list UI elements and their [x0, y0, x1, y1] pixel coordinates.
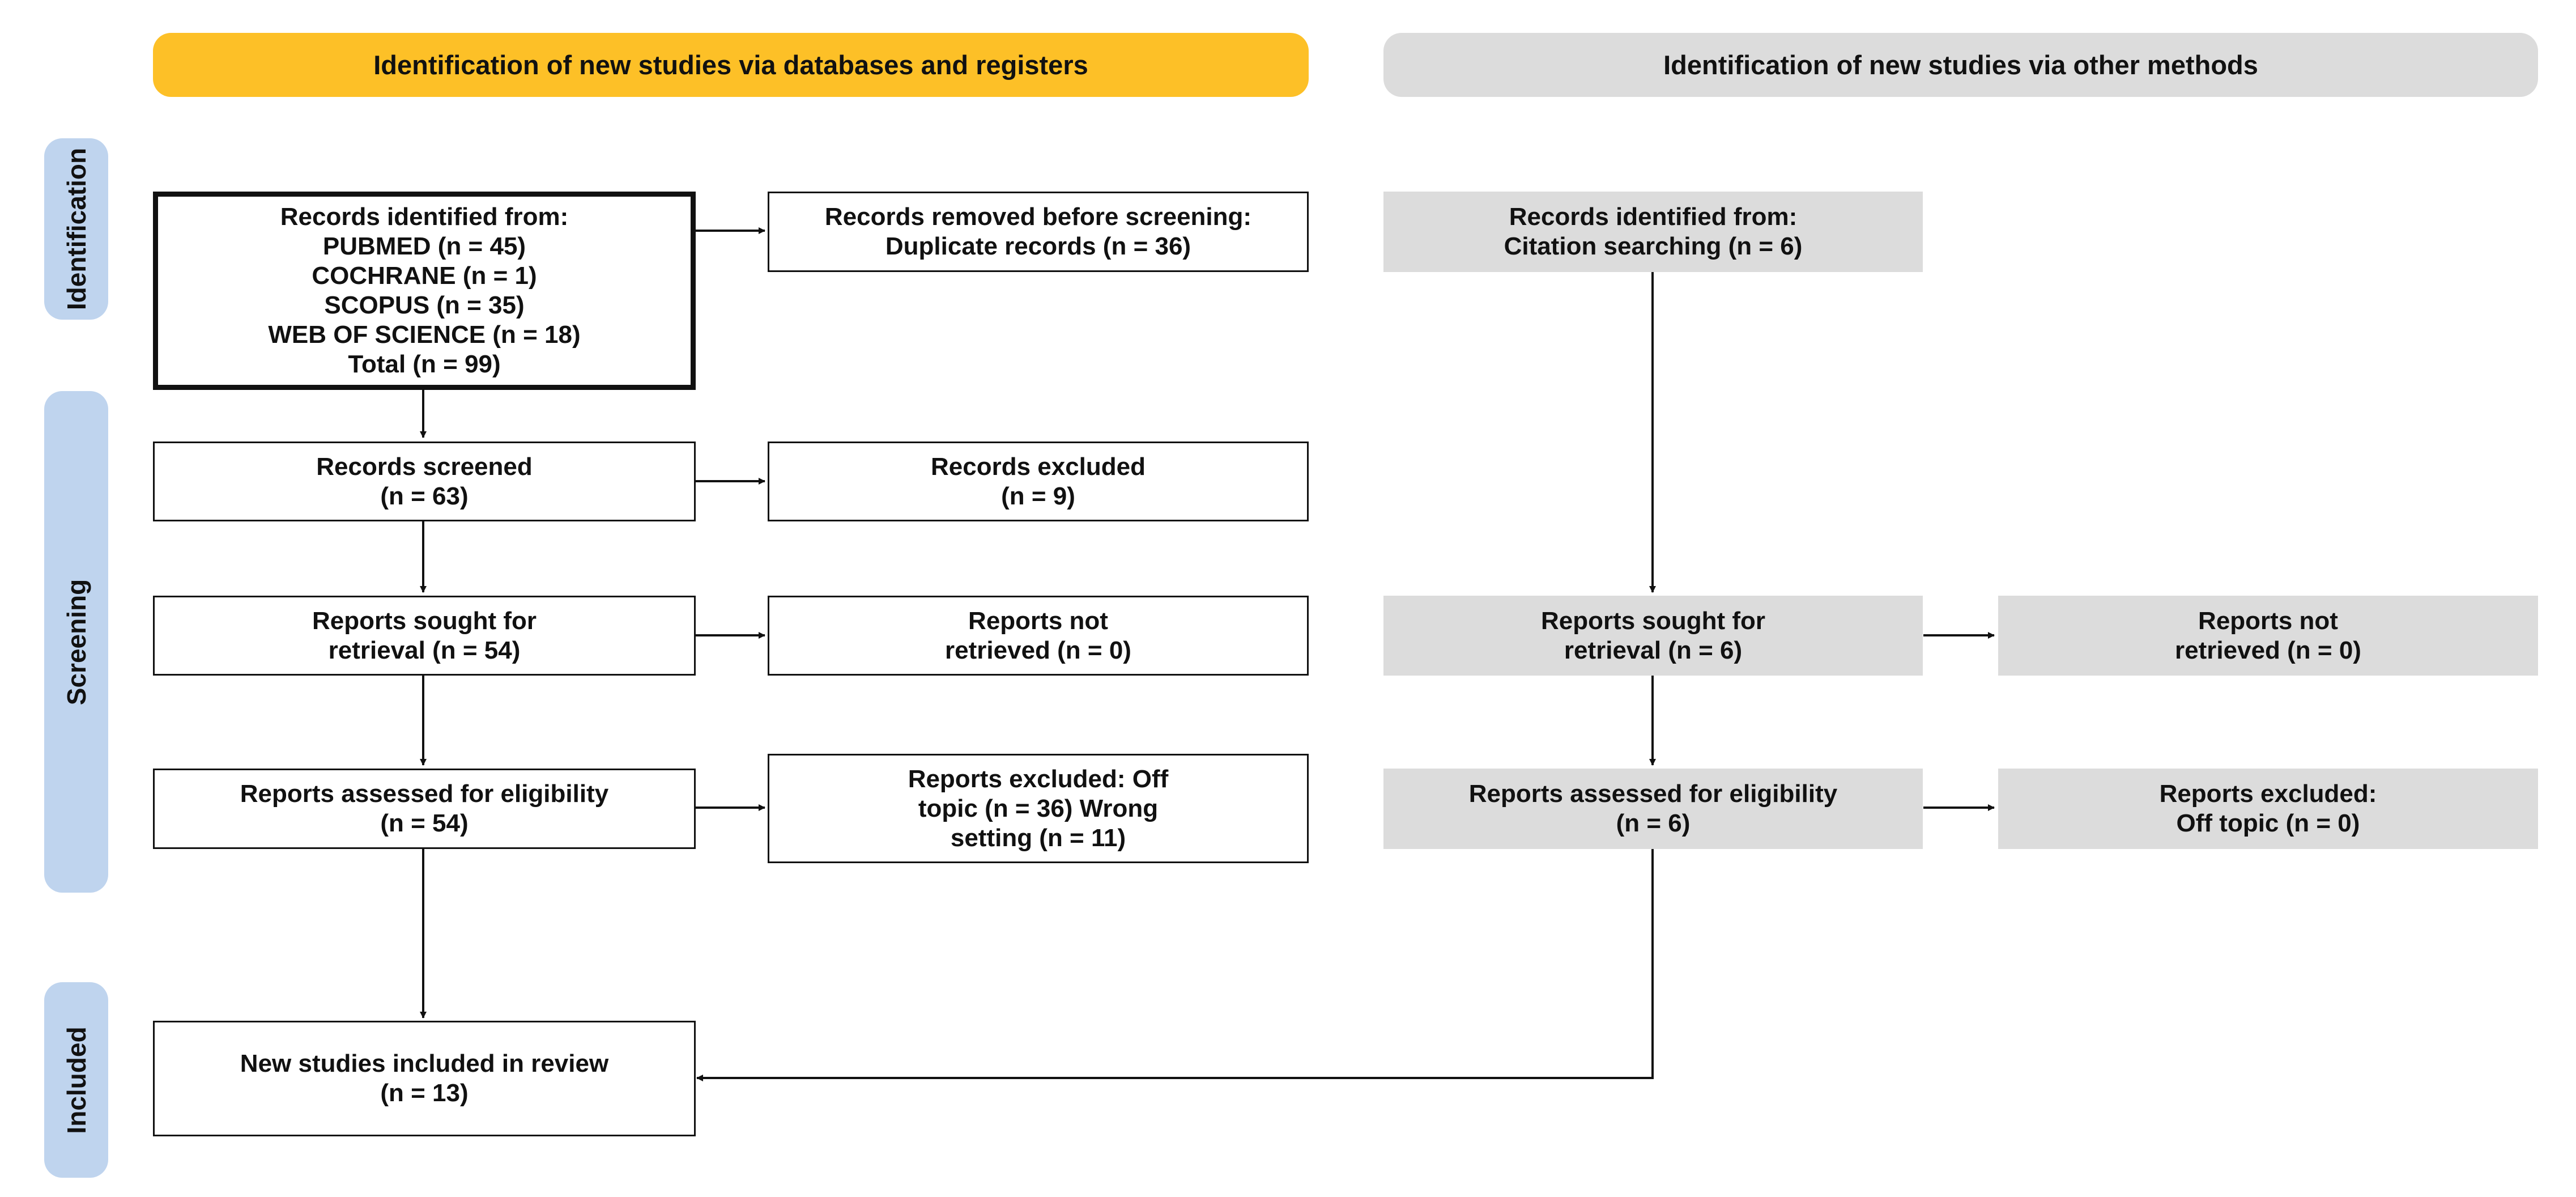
box-line: (n = 13) [380, 1079, 469, 1107]
db-source-scopus: SCOPUS (n = 35) [324, 291, 525, 319]
other-methods-banner: Identification of new studies via other … [1383, 33, 2538, 97]
box-line: Citation searching (n = 6) [1504, 232, 1803, 260]
box-line: Reports assessed for eligibility [1468, 780, 1838, 808]
db-records-excluded-box: Records excluded (n = 9) [768, 442, 1309, 521]
box-line: Records removed before screening: [824, 203, 1252, 231]
phase-identification: Identification [44, 138, 108, 320]
box-line: (n = 6) [1616, 809, 1691, 837]
box-line: Reports excluded: Off [908, 765, 1169, 793]
box-line: Reports sought for [312, 606, 537, 635]
box-line: (n = 54) [380, 809, 469, 837]
other-reports-not-retrieved-box: Reports not retrieved (n = 0) [1998, 596, 2538, 676]
box-line: (n = 63) [380, 482, 469, 510]
box-line: Reports assessed for eligibility [240, 780, 609, 808]
db-reports-not-retrieved-box: Reports not retrieved (n = 0) [768, 596, 1309, 676]
box-line: Duplicate records (n = 36) [885, 232, 1191, 260]
box-line: New studies included in review [240, 1050, 609, 1077]
box-line: Records screened [316, 452, 533, 481]
db-records-identified-box: Records identified from: PUBMED (n = 45)… [153, 192, 696, 390]
other-reports-excluded-box: Reports excluded: Off topic (n = 0) [1998, 769, 2538, 849]
db-reports-sought-box: Reports sought for retrieval (n = 54) [153, 596, 696, 676]
box-line: Reports not [968, 606, 1108, 635]
databases-banner: Identification of new studies via databa… [153, 33, 1309, 97]
db-reports-excluded-box: Reports excluded: Off topic (n = 36) Wro… [768, 754, 1309, 863]
box-line: retrieval (n = 6) [1564, 636, 1743, 664]
db-records-identified-title: Records identified from: [280, 203, 569, 231]
box-line: setting (n = 11) [950, 824, 1126, 852]
box-line: Records identified from: [1509, 203, 1798, 231]
box-line: topic (n = 36) Wrong [918, 794, 1159, 822]
box-line: Reports excluded: [2159, 780, 2377, 808]
box-line: retrieved (n = 0) [2175, 636, 2361, 664]
db-source-total: Total (n = 99) [348, 350, 501, 378]
phase-included-label: Included [61, 1026, 91, 1134]
phase-included: Included [44, 982, 108, 1178]
new-studies-included-box: New studies included in review (n = 13) [153, 1021, 696, 1136]
phase-screening-label: Screening [61, 579, 91, 705]
db-source-cochrane: COCHRANE (n = 1) [312, 262, 537, 290]
other-reports-assessed-box: Reports assessed for eligibility (n = 6) [1383, 769, 1923, 849]
db-source-pubmed: PUBMED (n = 45) [322, 232, 526, 260]
db-records-screened-box: Records screened (n = 63) [153, 442, 696, 521]
box-line: (n = 9) [1001, 482, 1075, 510]
box-line: Off topic (n = 0) [2176, 809, 2360, 837]
box-line: retrieved (n = 0) [945, 636, 1131, 664]
box-line: Records excluded [930, 452, 1146, 481]
other-records-identified-box: Records identified from: Citation search… [1383, 192, 1923, 272]
other-reports-sought-box: Reports sought for retrieval (n = 6) [1383, 596, 1923, 676]
db-source-web-of-science: WEB OF SCIENCE (n = 18) [268, 321, 581, 349]
box-line: Reports sought for [1541, 606, 1765, 635]
db-reports-assessed-box: Reports assessed for eligibility (n = 54… [153, 769, 696, 849]
phase-identification-label: Identification [61, 147, 91, 311]
db-records-removed-box: Records removed before screening: Duplic… [768, 192, 1309, 272]
box-line: retrieval (n = 54) [328, 636, 521, 664]
box-line: Reports not [2198, 606, 2338, 635]
arrow-other-assessed-to-included [696, 849, 1654, 1081]
phase-screening: Screening [44, 391, 108, 893]
